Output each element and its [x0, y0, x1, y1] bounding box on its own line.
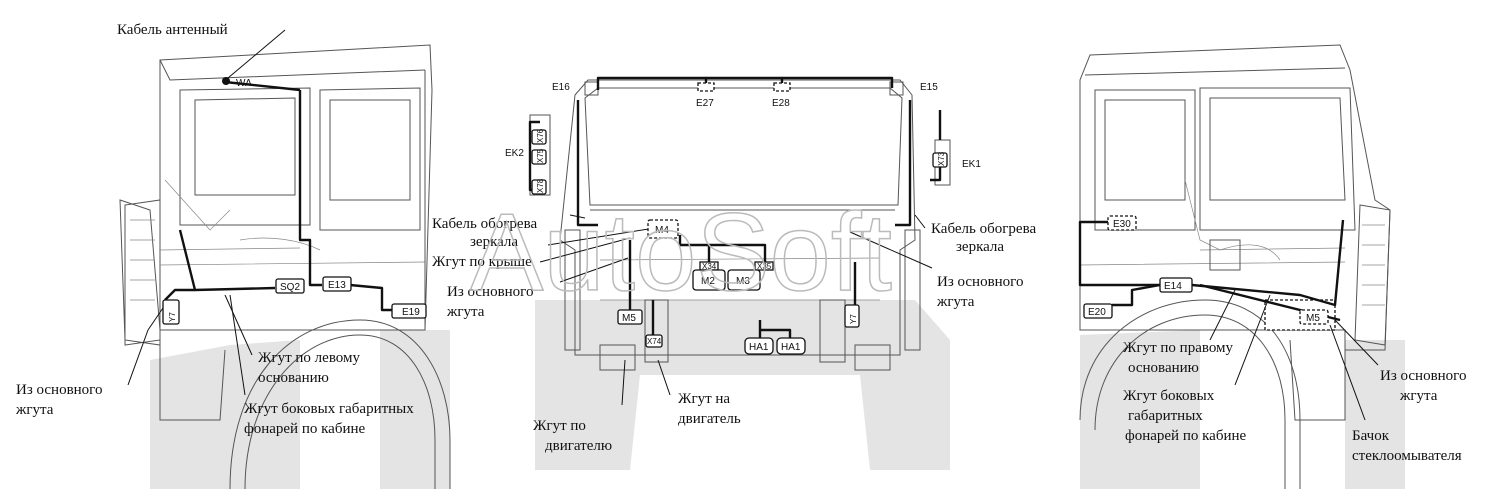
label-antenna-cable: Кабель антенный: [117, 22, 228, 38]
e13-box: [322, 276, 352, 292]
m4-box: [647, 219, 679, 239]
component-m3: M3: [736, 276, 750, 287]
label-mirror-heat-left-2: зеркала: [470, 234, 518, 250]
component-m5-right: M5: [1306, 313, 1320, 324]
left-cab-drawing: [119, 44, 451, 489]
x74-box: [645, 334, 663, 348]
component-e28: E28: [772, 98, 790, 109]
e27-box: [697, 82, 715, 92]
component-e19: E19: [402, 307, 420, 318]
component-e30: E30: [1113, 219, 1131, 230]
m5-right-box: [1299, 309, 1329, 325]
component-x78: X78: [536, 178, 545, 193]
label-right-base-2: основанию: [1128, 360, 1199, 376]
watermark: AutoSoft: [470, 191, 892, 314]
label-right-from-main-bottom-1: Из основного: [1380, 368, 1466, 384]
component-sq2: SQ2: [280, 282, 300, 293]
m5-center-box: [617, 309, 643, 325]
label-right-from-main-top-1: Из основного: [937, 274, 1023, 290]
component-ha1-b: HA1: [781, 342, 801, 353]
label-mirror-heat-right-2: зеркала: [956, 239, 1004, 255]
component-ek2: EK2: [505, 148, 524, 159]
right-labels: Жгут по правому основанию Жгут боковых г…: [1123, 340, 1466, 464]
e28-box: [773, 82, 791, 92]
y7-center-box: [844, 304, 860, 328]
y7-left-box: [162, 299, 180, 325]
label-center-from-main-1: Из основного: [447, 284, 533, 300]
sq2-box: [275, 278, 305, 294]
label-engine-to-1: Жгут на: [678, 391, 730, 407]
component-e14: E14: [1164, 281, 1182, 292]
component-x34: X34: [702, 262, 717, 271]
component-x73: X73: [937, 151, 946, 166]
x35-box: [754, 261, 774, 271]
label-left-base-2: основанию: [258, 370, 329, 386]
left-labels: Кабель антенный Из основного жгута Жгут …: [15, 22, 414, 437]
m3-box: [727, 269, 761, 291]
label-center-from-main-2: жгута: [446, 304, 485, 320]
e14-box: [1159, 277, 1193, 293]
label-washer-tank-2: стеклоомывателя: [1352, 448, 1462, 464]
m2-box: [692, 269, 726, 291]
ha1-b-box: [776, 337, 806, 355]
component-y7-center: Y7: [849, 314, 858, 324]
e30-box: [1107, 215, 1137, 231]
label-washer-tank-1: Бачок: [1352, 428, 1390, 444]
component-e27: E27: [696, 98, 714, 109]
label-right-lamps-1: Жгут боковых: [1123, 388, 1215, 404]
component-x35: X35: [757, 262, 772, 271]
component-ha1-a: HA1: [749, 342, 769, 353]
label-engine-along-1: Жгут по: [533, 418, 586, 434]
x75-box: [531, 149, 547, 165]
left-components: WA SQ2 E13 E19 Y7: [162, 77, 427, 325]
component-m2: M2: [701, 276, 715, 287]
antenna-wa-point: [222, 77, 230, 85]
component-ek1: EK1: [962, 159, 981, 170]
component-e13: E13: [328, 280, 346, 291]
component-wa: WA: [236, 78, 252, 89]
label-engine-to-2: двигатель: [678, 411, 741, 427]
label-engine-along-2: двигателю: [545, 438, 612, 454]
x76-box: [531, 129, 547, 145]
center-labels: Кабель обогрева зеркала Жгут по крыше Из…: [432, 216, 1036, 454]
label-right-from-main-top-2: жгута: [936, 294, 975, 310]
label-left-lamps-2: фонарей по кабине: [244, 421, 366, 437]
e20-box: [1083, 303, 1113, 319]
label-left-from-main-2: жгута: [15, 402, 54, 418]
label-left-base-1: Жгут по левому: [258, 350, 361, 366]
component-m4: M4: [655, 225, 669, 236]
label-right-from-main-bottom-2: жгута: [1399, 388, 1438, 404]
component-e16: E16: [552, 82, 570, 93]
label-left-lamps-1: Жгут боковых габаритных: [244, 401, 414, 417]
center-wiring: [528, 76, 942, 406]
label-mirror-heat-left-1: Кабель обогрева: [432, 216, 537, 232]
label-mirror-heat-right-1: Кабель обогрева: [931, 221, 1036, 237]
left-wiring: [127, 29, 392, 396]
label-left-from-main-1: Из основного: [16, 382, 102, 398]
component-e20: E20: [1088, 307, 1106, 318]
ha1-a-box: [744, 337, 774, 355]
e19-box: [391, 303, 427, 319]
component-y7-left: Y7: [168, 312, 177, 322]
center-components: E16 E15 E27 E28 EK2 EK1 X76 X75 X78 X73 …: [505, 82, 981, 355]
x78-box: [531, 179, 547, 195]
x73-box: [932, 152, 948, 168]
label-right-lamps-2: габаритных: [1128, 408, 1203, 424]
right-components: E30 E14 E20 M5: [1083, 215, 1329, 325]
component-m5-center: M5: [622, 313, 636, 324]
component-x76: X76: [536, 128, 545, 143]
component-x75: X75: [536, 148, 545, 163]
label-right-lamps-3: фонарей по кабине: [1125, 428, 1247, 444]
label-roof-harness: Жгут по крыше: [432, 254, 532, 270]
component-e15: E15: [920, 82, 938, 93]
component-x74: X74: [647, 337, 662, 346]
label-right-base-1: Жгут по правому: [1123, 340, 1234, 356]
